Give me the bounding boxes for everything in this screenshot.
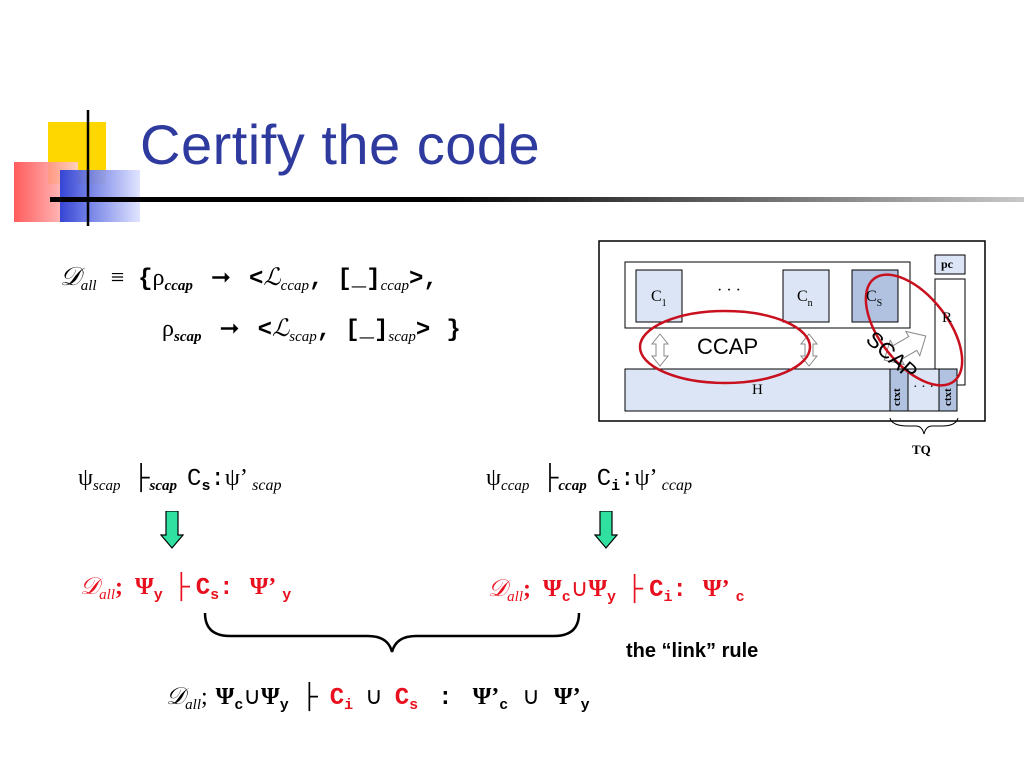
hole-ccap-subscript: ccap	[380, 278, 409, 294]
tq-brace	[889, 417, 959, 435]
updown-arrow-left	[650, 333, 670, 367]
ctxt-box-1	[889, 368, 909, 412]
hole-symbol: [_]	[337, 266, 381, 293]
ctxt-box-2	[938, 368, 958, 412]
slide-logo	[14, 110, 140, 226]
close-brace: }	[446, 317, 461, 344]
maps-arrow: ➞	[210, 265, 231, 291]
c1-label: C1	[651, 288, 667, 309]
comma-2: ,	[316, 317, 332, 344]
ctxt-label-2: ctxt	[942, 388, 954, 406]
down-arrow-right	[594, 511, 618, 549]
L-scap-subscript: scap	[289, 329, 317, 345]
rho-symbol: ρ	[152, 265, 165, 291]
diagonal-arrow	[883, 330, 927, 366]
L-symbol: ℒ	[263, 265, 281, 291]
hole-symbol-2: [_]	[345, 317, 389, 344]
title-underline	[50, 197, 1024, 202]
page-title: Certify the code	[140, 113, 541, 176]
down-arrow-left	[160, 511, 184, 549]
ccap-ellipse	[638, 309, 812, 385]
final-judgment: 𝒟all; Ψc∪Ψy ├ Ci ∪ Cs : Ψ’c ∪ Ψ’y	[166, 684, 590, 714]
L-symbol-2: ℒ	[272, 316, 290, 342]
lifted-scap: 𝒟all; Ψy ├ Cs: Ψ’y	[80, 574, 292, 604]
c1-box	[635, 269, 683, 323]
link-brace	[203, 612, 581, 653]
r-label: R	[942, 310, 953, 326]
rho-symbol-2: ρ	[162, 316, 174, 342]
definition-D-subscript: all	[80, 278, 97, 294]
comma: ,	[309, 266, 324, 293]
scap-subscript: scap	[173, 329, 202, 345]
cs-label: CS	[866, 288, 883, 309]
logo-blue-square	[60, 170, 140, 222]
cn-box	[782, 269, 830, 323]
L-ccap-subscript: ccap	[280, 278, 309, 294]
tq-label: TQ	[912, 442, 931, 457]
gt-symbol-2: >	[415, 317, 431, 344]
definition-line-2: ρscap ➞ <ℒscap, [_]scap> }	[162, 314, 461, 346]
h-label: H	[752, 382, 763, 398]
lt-symbol: <	[248, 266, 264, 293]
pc-box	[934, 254, 966, 275]
ctxt-label-1: ctxt	[891, 388, 903, 406]
definition-D-symbol: 𝒟	[60, 262, 81, 291]
gt-symbol: >	[408, 266, 424, 293]
link-rule-label: the “link” rule	[626, 640, 759, 662]
lifted-ccap: 𝒟all; Ψc∪Ψy ├ Ci: Ψ’c	[488, 576, 745, 606]
equiv-symbol: ≡	[110, 265, 125, 291]
ctxt-dots: · · ·	[913, 380, 934, 395]
code-dots: · · ·	[717, 282, 741, 299]
ccap-label: CCAP	[697, 334, 759, 359]
comma-end: ,	[423, 266, 438, 293]
hole-scap-subscript: scap	[388, 329, 416, 345]
definition-line-1: 𝒟all ≡ {ρccap ➞ <ℒccap, [_]ccap>,	[60, 262, 438, 295]
cn-label: Cn	[797, 288, 813, 309]
ccap-subscript: ccap	[164, 278, 193, 294]
scap-ellipse	[864, 273, 964, 387]
pc-label: pc	[941, 257, 953, 271]
judgment-scap: ψscap ├scap Cs:ψ’ scap	[78, 465, 282, 495]
open-brace: {	[138, 266, 153, 293]
register-box	[934, 278, 966, 386]
lt-symbol-2: <	[257, 317, 272, 344]
judgment-ccap: ψccap ├ccap Ci:ψ’ ccap	[486, 465, 692, 495]
maps-arrow-2: ➞	[219, 316, 240, 342]
machine-diagram	[598, 240, 986, 435]
